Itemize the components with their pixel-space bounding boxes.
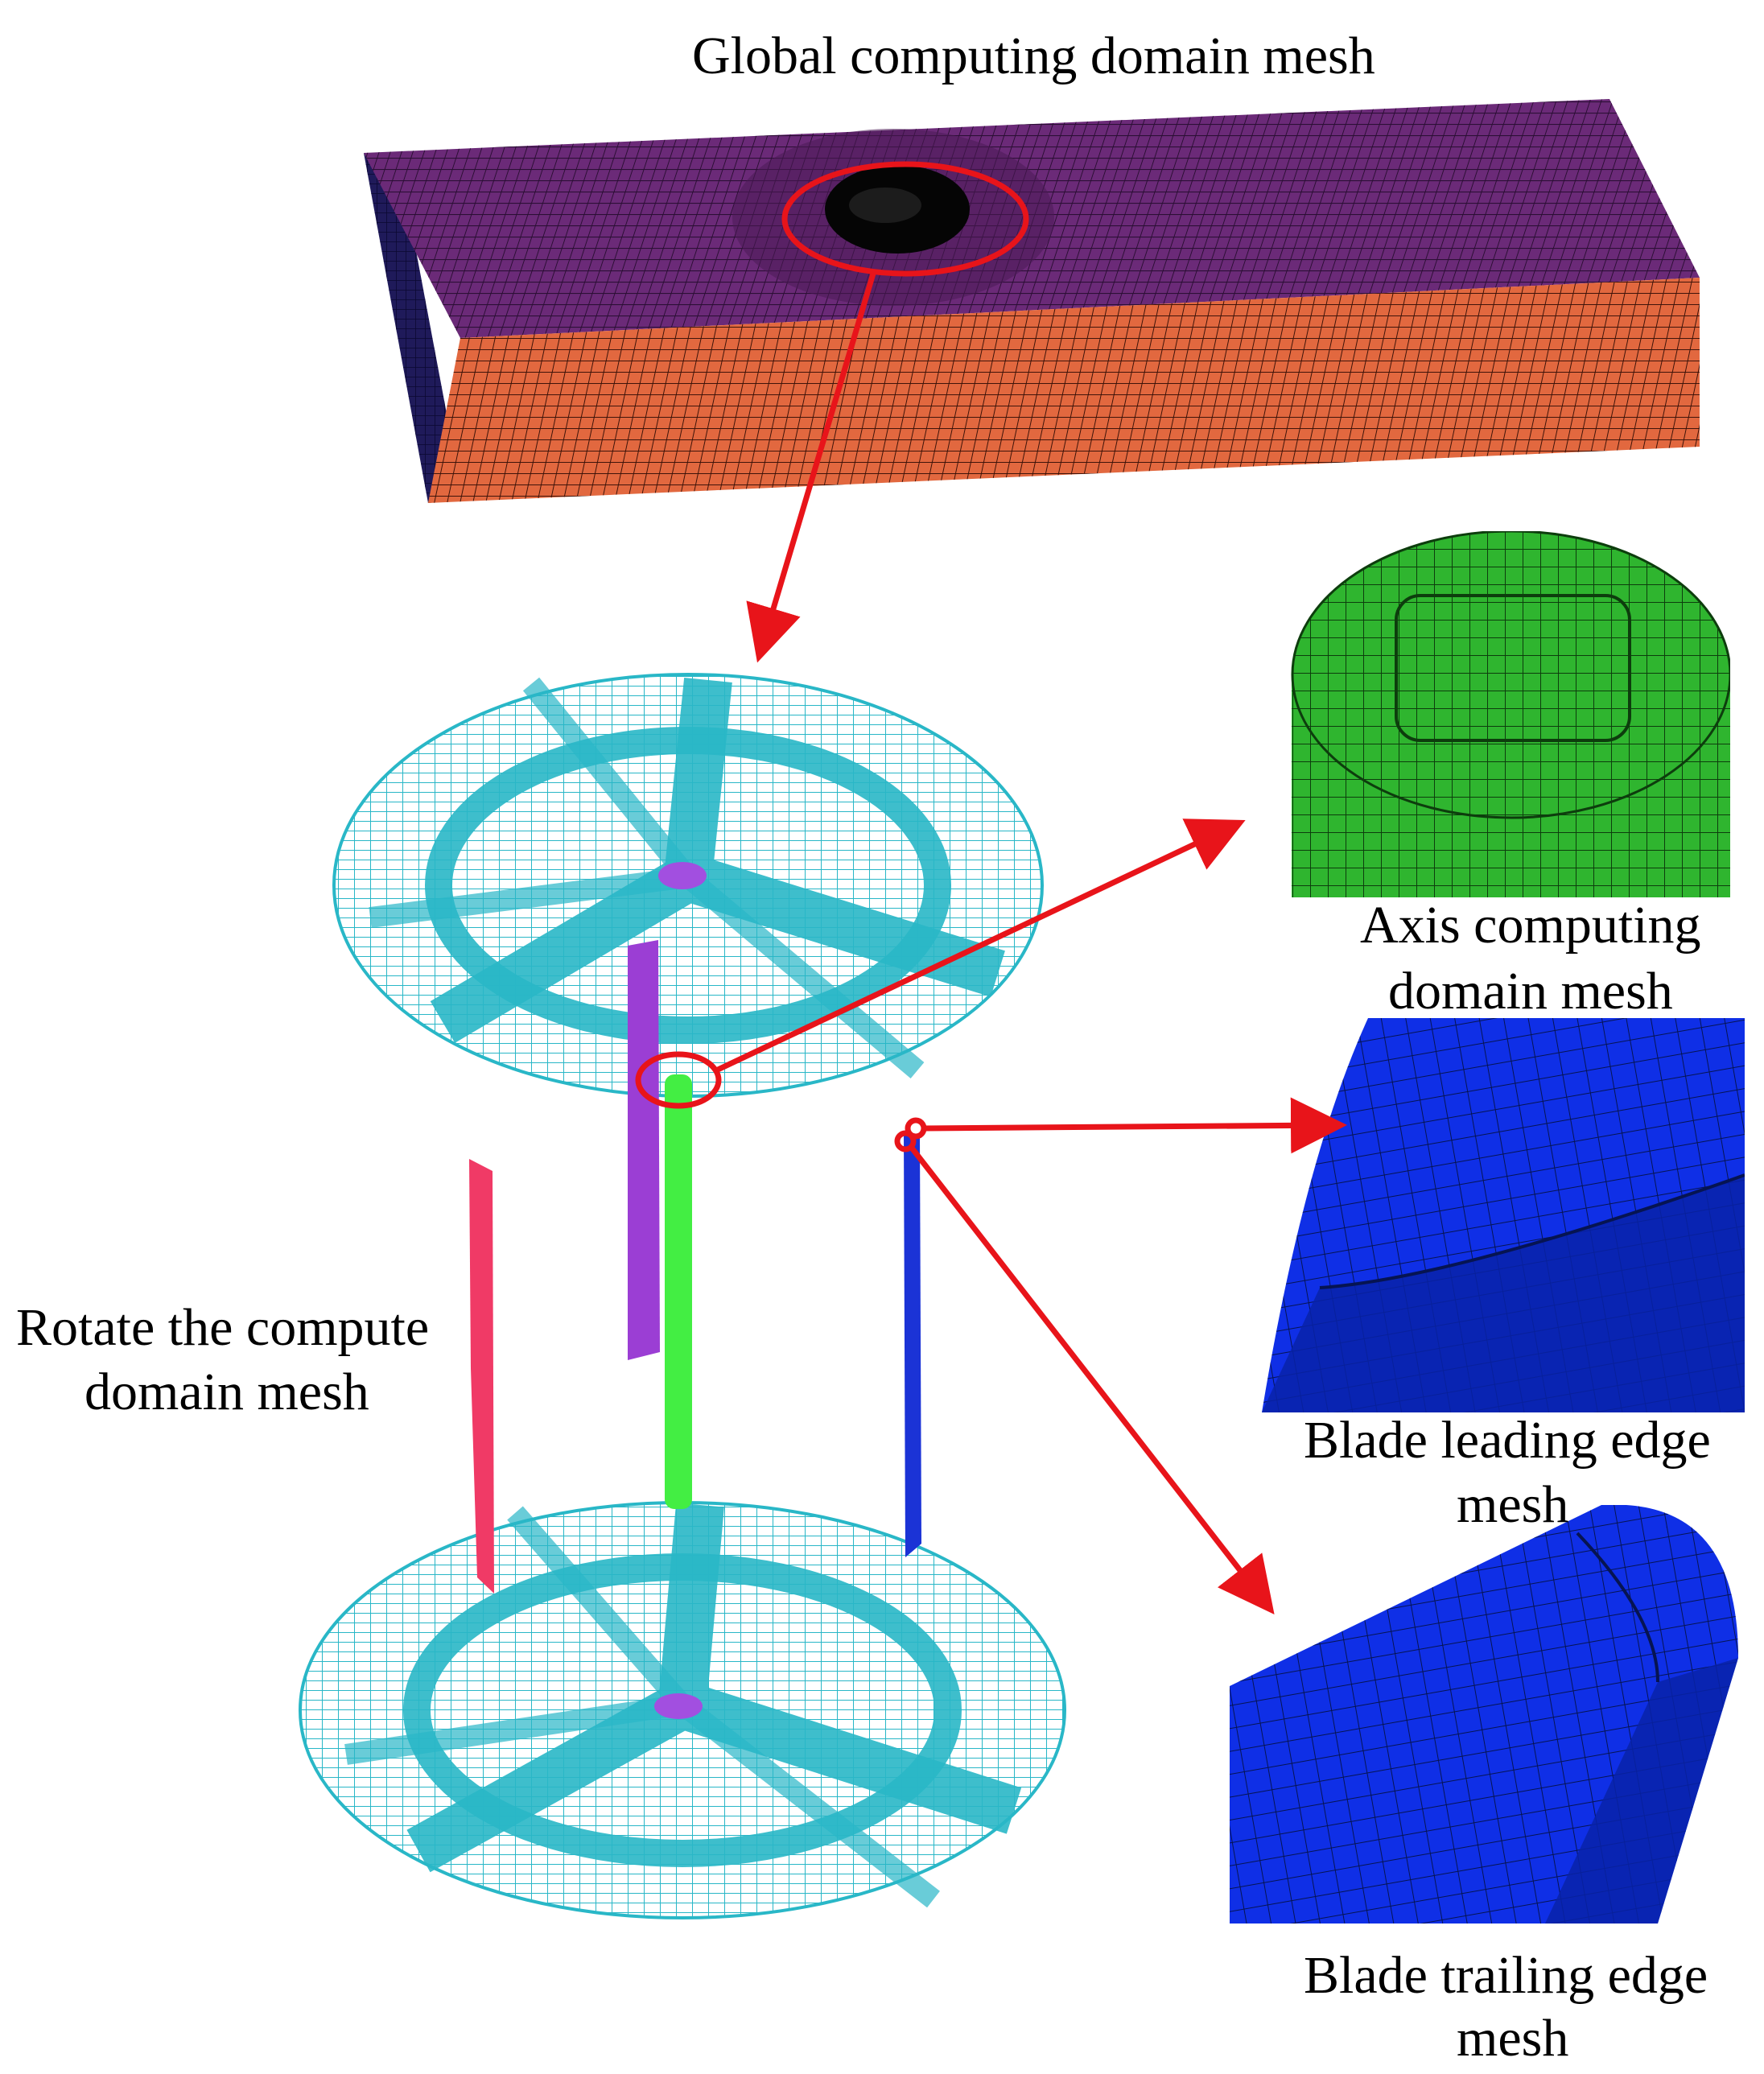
callout-circle-blade-trailing (894, 1130, 917, 1152)
rotate-mesh-label-1: Rotate the compute (16, 1298, 430, 1357)
blade-red (469, 1159, 494, 1594)
lower-disk (299, 1501, 1066, 1919)
arrow-blade-to-leading (923, 1097, 1347, 1154)
leading-mesh-label-1: Blade leading edge (1304, 1411, 1711, 1470)
arrow-top-to-disk (746, 273, 876, 663)
axis-mesh-label-1: Axis computing (1360, 896, 1701, 955)
leading-edge-inset (1262, 1018, 1745, 1412)
callouts (635, 273, 1347, 1615)
rotate-mesh-label-2: domain mesh (84, 1363, 369, 1421)
callout-circle-shaft (635, 1051, 722, 1109)
axis-mesh-label-2: domain mesh (1388, 962, 1673, 1021)
axis-inset (1286, 531, 1730, 897)
arrow-blade-to-trailing (909, 1144, 1275, 1615)
trailing-edge-inset (1230, 1505, 1745, 1924)
lower-hub (654, 1693, 703, 1719)
upper-disk (332, 673, 1044, 1098)
upper-hub (658, 862, 707, 889)
arrow-shaft-to-axis (715, 818, 1246, 1074)
callout-circle-top (781, 161, 1029, 277)
trailing-mesh-label-1: Blade trailing edge (1304, 1946, 1708, 2005)
leading-mesh-label-2: mesh (1457, 1475, 1569, 1534)
rotor-parts (469, 940, 921, 1594)
shaft-green (665, 1074, 692, 1509)
global-box (364, 99, 1700, 503)
global-mesh-title: Global computing domain mesh (692, 27, 1375, 85)
trailing-mesh-label-2: mesh (1457, 2009, 1569, 2068)
blade-purple (628, 940, 660, 1360)
blade-blue (904, 1131, 921, 1557)
